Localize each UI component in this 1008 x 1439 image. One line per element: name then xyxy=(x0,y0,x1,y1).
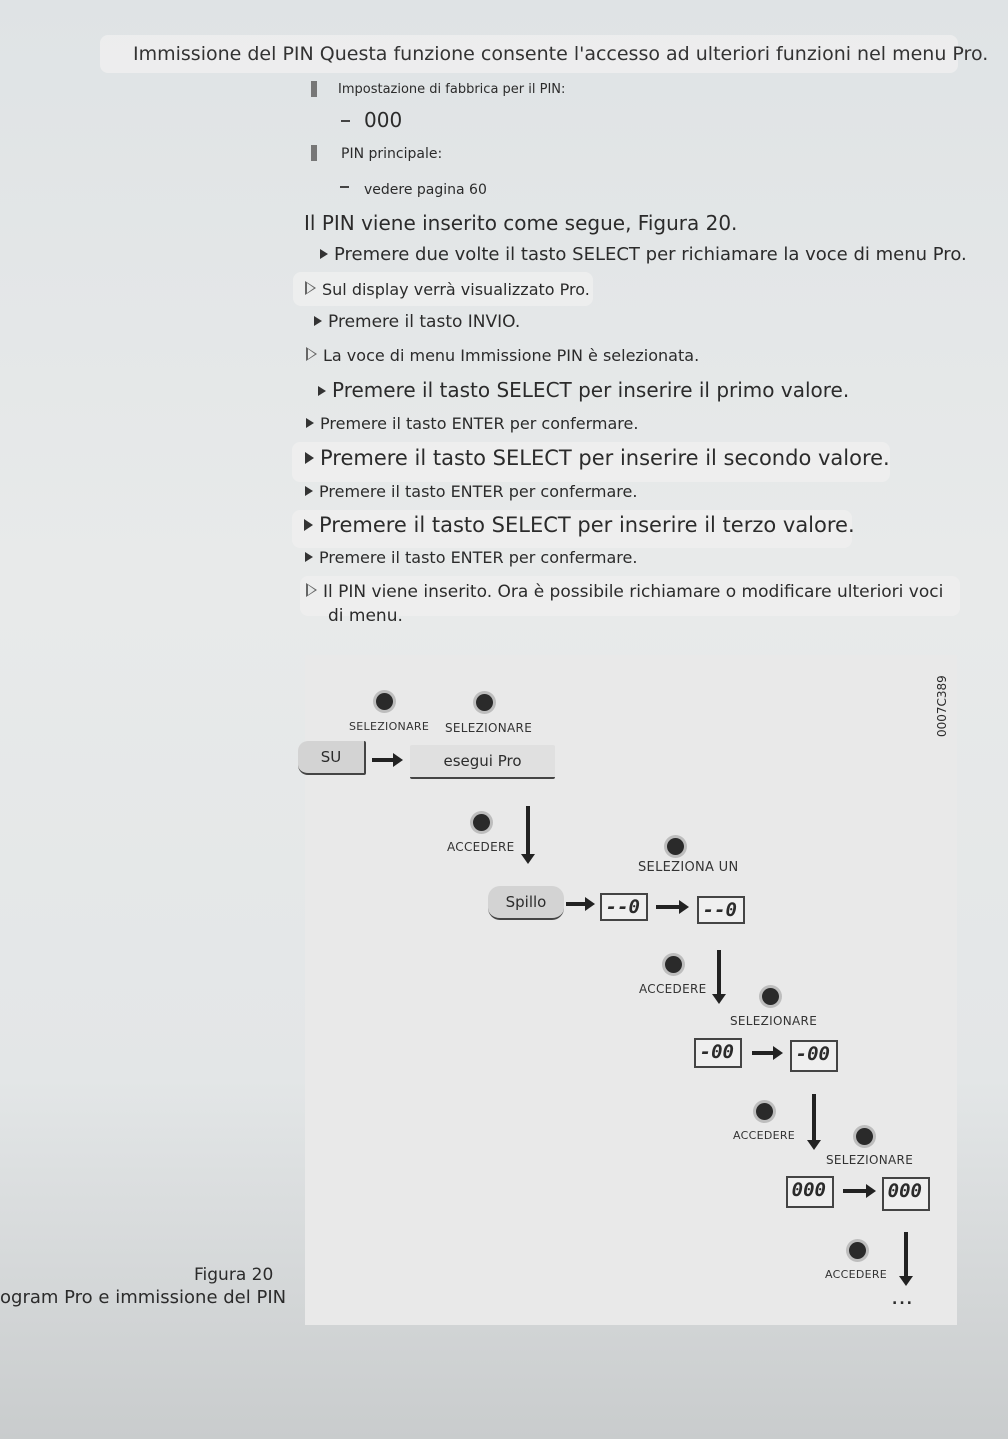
button-dot-icon xyxy=(756,1103,773,1120)
step-2: Sul display verrà visualizzato Pro. xyxy=(305,280,590,299)
bullet-bar xyxy=(311,81,317,97)
pin-display: --0 xyxy=(697,896,745,924)
button-dot-icon xyxy=(856,1128,873,1145)
figure-number: Figura 20 xyxy=(194,1265,274,1285)
button-dot-icon xyxy=(762,988,779,1005)
select-one-label: SELEZIONA UN xyxy=(638,860,739,875)
step-9: Premere il tasto SELECT per inserire il … xyxy=(304,513,855,537)
arrow-right-icon xyxy=(305,486,313,496)
pin-display: 000 xyxy=(882,1177,930,1211)
button-dot-icon xyxy=(665,956,682,973)
arrow-right-icon xyxy=(752,1046,783,1060)
button-dot-icon xyxy=(667,838,684,855)
arrow-right-icon xyxy=(566,897,595,911)
factory-pin-value: 000 xyxy=(364,108,403,132)
step-5: Premere il tasto SELECT per inserire il … xyxy=(318,378,849,402)
outline-triangle-icon xyxy=(306,347,317,361)
dash xyxy=(340,186,349,188)
step-11: Il PIN viene inserito. Ora è possibile r… xyxy=(306,582,943,602)
enter-label: ACCEDERE xyxy=(733,1129,796,1142)
step-band xyxy=(292,442,890,482)
arrow-down-icon xyxy=(521,806,535,864)
button-dot-icon xyxy=(376,693,393,710)
menu-spillo: Spillo xyxy=(488,886,564,920)
arrow-right-icon xyxy=(318,386,326,396)
step-10: Premere il tasto ENTER per confermare. xyxy=(305,548,637,567)
step-3: Premere il tasto INVIO. xyxy=(314,312,520,332)
step-4: La voce di menu Immissione PIN è selezio… xyxy=(306,346,699,365)
arrow-right-icon xyxy=(304,519,313,531)
button-dot-icon xyxy=(476,694,493,711)
arrow-right-icon xyxy=(320,249,328,259)
bullet-bar xyxy=(311,145,317,161)
arrow-right-icon xyxy=(843,1184,876,1198)
select-label: SELEZIONARE xyxy=(826,1153,914,1167)
enter-label: ACCEDERE xyxy=(447,840,515,854)
enter-label: ACCEDERE xyxy=(639,982,707,996)
menu-esegui-pro: esegui Pro xyxy=(410,745,555,779)
step-1: Premere due volte il tasto SELECT per ri… xyxy=(320,244,967,265)
factory-pin-label: Impostazione di fabbrica per il PIN: xyxy=(338,82,566,97)
arrow-down-icon xyxy=(807,1094,821,1150)
arrow-right-icon xyxy=(372,753,403,767)
pin-display: 000 xyxy=(786,1176,834,1208)
step-band xyxy=(300,576,960,616)
intro-text: Il PIN viene inserito come segue, Figura… xyxy=(304,211,738,235)
step-11-continued: di menu. xyxy=(328,606,403,626)
button-dot-icon xyxy=(849,1242,866,1259)
step-8: Premere il tasto ENTER per confermare. xyxy=(305,482,637,501)
master-pin-label: PIN principale: xyxy=(341,146,443,162)
dash xyxy=(341,120,350,122)
arrow-right-icon xyxy=(305,552,313,562)
enter-label: ACCEDERE xyxy=(825,1268,888,1281)
pin-display: --0 xyxy=(600,893,648,921)
arrow-down-icon xyxy=(712,950,726,1004)
master-pin-value: vedere pagina 60 xyxy=(364,182,487,198)
select-label: SELEZIONARE xyxy=(445,721,533,735)
step-band xyxy=(293,272,593,306)
step-band xyxy=(292,510,852,548)
outline-triangle-icon xyxy=(306,583,317,597)
select-label: SELEZIONARE xyxy=(730,1014,818,1028)
figure-title: ogram Pro e immissione del PIN xyxy=(0,1287,287,1308)
figure-code: 0007C389 xyxy=(935,675,949,737)
step-7: Premere il tasto SELECT per inserire il … xyxy=(305,446,890,470)
step-6: Premere il tasto ENTER per confermare. xyxy=(306,414,638,433)
select-label: SELEZIONARE xyxy=(349,720,430,733)
arrow-right-icon xyxy=(306,418,314,428)
pin-display: -00 xyxy=(790,1040,838,1072)
arrow-right-icon xyxy=(314,316,322,326)
pin-display: -00 xyxy=(694,1038,742,1068)
menu-su: SU xyxy=(298,741,366,775)
arrow-right-icon xyxy=(656,900,689,914)
button-dot-icon xyxy=(473,814,490,831)
continuation-ellipsis: ... xyxy=(892,1292,914,1308)
header-text: Immissione del PIN Questa funzione conse… xyxy=(133,43,989,65)
arrow-right-icon xyxy=(305,452,314,464)
outline-triangle-icon xyxy=(305,281,316,295)
arrow-down-icon xyxy=(899,1232,913,1286)
header-band xyxy=(100,35,958,73)
